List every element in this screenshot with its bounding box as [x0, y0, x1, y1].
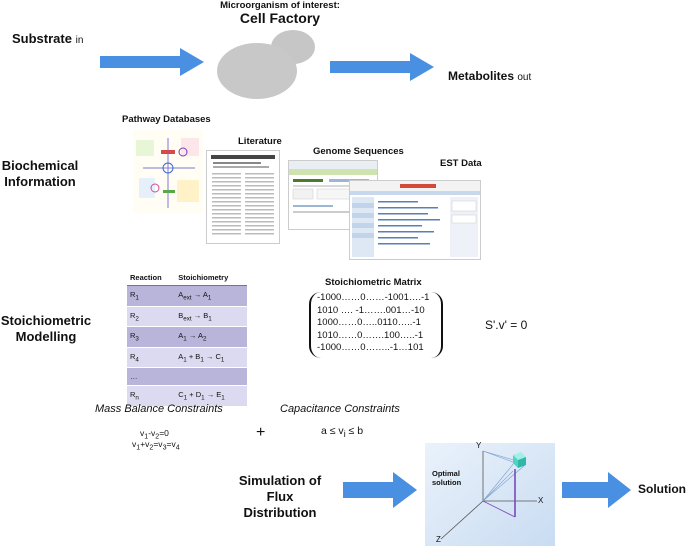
axis-y-label: Y [476, 441, 482, 450]
stoichiometric-label: Stoichiometric Modelling [0, 313, 92, 344]
metabolites-arrow [330, 53, 434, 81]
literature-title: Literature [238, 136, 282, 147]
capacitance-eq: a ≤ vi ≤ b [321, 425, 364, 440]
axis-x-label: X [538, 496, 544, 505]
matrix-row: 1010 …. -1…….001…-10 [317, 304, 425, 316]
steady-state-equation: S'.v' = 0 [485, 318, 528, 332]
pathway-databases-title: Pathway Databases [122, 114, 211, 125]
matrix-row: -1000……0……..-1…101 [317, 342, 424, 353]
est-data-title: EST Data [440, 158, 482, 169]
mass-balance-title: Mass Balance Constraints [95, 403, 223, 415]
solution-arrow [562, 472, 631, 508]
mass-balance-eq2: v1+v2=v3=v4 [132, 439, 180, 452]
stoichiometric-matrix: -1000……0……-1001….-1 1010 …. -1…….001…-10… [309, 292, 443, 358]
cell-factory-image [217, 30, 315, 99]
literature-screenshot [206, 150, 280, 244]
reaction-column-header: Reaction [127, 270, 176, 286]
pathway-database-screenshot [133, 130, 203, 213]
cell-factory-subtitle: Microorganism of interest: [220, 0, 340, 11]
optimal-solution-label: Optimal solution [432, 469, 462, 487]
substrate-label: Substrate in [12, 31, 84, 46]
metabolites-label: Metabolites out [448, 69, 532, 83]
table-header-row: Reaction Stoichiometry [127, 270, 247, 286]
axis-z-label: Z [436, 535, 441, 544]
simulation-arrow [343, 472, 417, 508]
capacitance-title: Capacitance Constraints [280, 403, 400, 415]
matrix-row: -1000……0……-1001….-1 [317, 292, 430, 303]
plus-sign: + [256, 424, 266, 441]
est-screenshot [349, 180, 481, 260]
biochemical-label: Biochemical Information [1, 158, 79, 189]
simulation-label: Simulation of Flux Distribution [238, 473, 322, 520]
matrix-row: 1010……0…….100…..-1 [317, 329, 424, 341]
genome-sequences-title: Genome Sequences [313, 146, 404, 157]
solution-label: Solution [638, 482, 686, 496]
matrix-row: 1000……0…..0110…..-1 [317, 317, 421, 328]
cell-factory-title: Cell Factory [239, 10, 321, 26]
table-row: … [127, 367, 247, 386]
mass-balance-eq1: v1-v2=0 [140, 428, 169, 441]
flux-space-plot [425, 443, 555, 546]
stoichiometry-column-header: Stoichiometry [175, 270, 247, 286]
substrate-arrow [100, 48, 204, 76]
stoichiometric-matrix-title: Stoichiometric Matrix [325, 277, 422, 288]
